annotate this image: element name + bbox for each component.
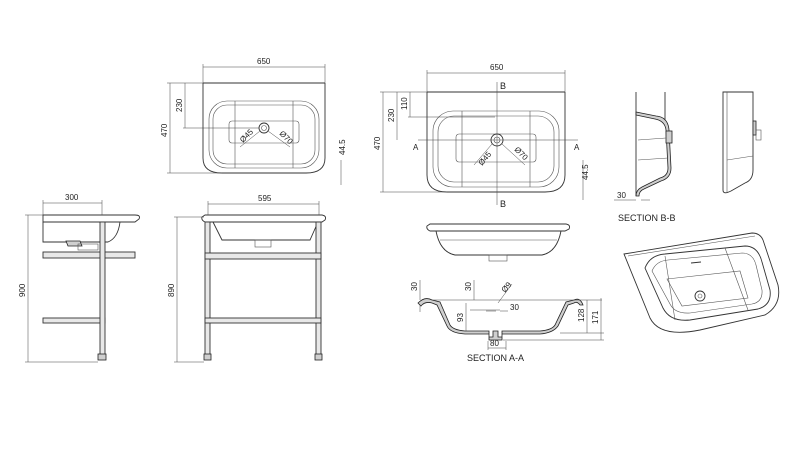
dim-inner-height: 128 <box>577 308 586 322</box>
section-marker-b-top: B <box>500 81 506 91</box>
dim-rim: 44.5 <box>338 139 347 155</box>
isometric-view <box>623 232 780 333</box>
dim-rim: 44.5 <box>581 164 590 180</box>
dim-overflow: Ø9 <box>500 280 514 294</box>
section-a-a: 30 30 Ø9 30 93 128 171 80 SECTION A-A <box>410 280 604 363</box>
dim-depth: 470 <box>373 136 382 150</box>
section-marker-a-right: A <box>574 143 580 152</box>
dim-waste-small: Ø45 <box>477 149 494 167</box>
dim-waste-small: Ø45 <box>238 127 255 144</box>
dim-height: 900 <box>18 283 27 297</box>
overflow-icon <box>690 261 702 264</box>
dim-width: 650 <box>490 63 504 72</box>
dim-waste-large: Ø70 <box>513 145 530 162</box>
section-b-b-title: SECTION B-B <box>618 213 676 223</box>
dim-depth: 470 <box>160 123 169 137</box>
dim-width: 595 <box>258 194 272 203</box>
dim-tap-offset: 230 <box>175 98 184 112</box>
front-view-stand: 595 890 <box>167 194 327 363</box>
dim-waste-large: Ø70 <box>278 129 295 146</box>
waste-icon <box>694 290 706 302</box>
dim-rim-left: 30 <box>410 282 419 291</box>
dim-overflow-offset: 110 <box>400 97 409 110</box>
dim-rim: 30 <box>617 191 626 200</box>
dim-tap-offset: 230 <box>387 108 396 122</box>
dim-height: 890 <box>167 283 176 297</box>
section-marker-a-left: A <box>413 143 419 152</box>
plan-view-large: 650 B B A A 470 230 110 Ø45 Ø70 44.5 <box>373 63 590 209</box>
dim-depth: 300 <box>65 193 79 202</box>
dim-bowl-depth: 93 <box>456 313 465 322</box>
section-a-a-title: SECTION A-A <box>467 353 524 363</box>
section-marker-b-bottom: B <box>500 199 506 209</box>
front-elevation-basin <box>426 223 571 262</box>
dim-width: 650 <box>257 57 271 66</box>
waste-icon <box>258 122 270 134</box>
dim-total-height: 171 <box>591 310 600 324</box>
dim-rim-mid: 30 <box>464 282 473 291</box>
side-view-stand: 300 900 <box>18 193 140 363</box>
plan-view-small: 650 470 230 Ø45 Ø70 44.5 <box>160 57 347 185</box>
side-elevation-basin <box>722 91 762 194</box>
dim-waste-width: 80 <box>490 339 499 348</box>
dim-overflow-gap: 30 <box>510 303 519 312</box>
section-b-b: 30 SECTION B-B <box>614 92 676 223</box>
